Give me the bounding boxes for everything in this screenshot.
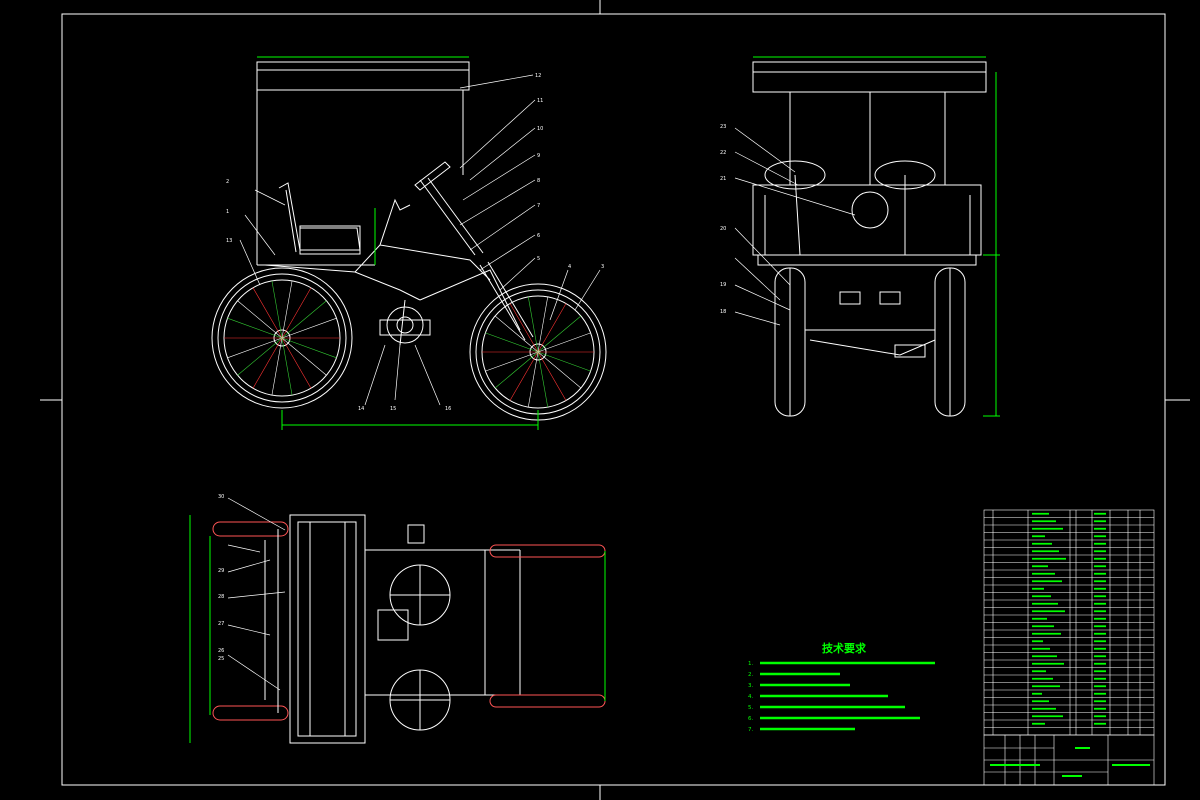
- top-view-callouts: [227, 497, 286, 691]
- callout-label: 26: [218, 648, 224, 654]
- notes-title: 技术要求: [822, 641, 867, 655]
- callout-label: 29: [218, 568, 224, 574]
- callout-label: 2: [226, 179, 229, 185]
- note-line: 4.: [748, 694, 753, 700]
- callout-label: 7: [537, 203, 540, 209]
- spoke: [485, 332, 539, 353]
- spoke: [271, 280, 283, 339]
- spoke: [537, 351, 591, 372]
- spoke: [252, 337, 283, 389]
- note-line: 7.: [748, 727, 753, 733]
- side-view-callouts: [239, 74, 601, 406]
- title-block-fill: [990, 747, 1150, 777]
- spoke: [494, 351, 539, 389]
- spoke: [509, 303, 539, 353]
- callout-label: 3: [601, 264, 604, 270]
- callout-label: 22: [720, 150, 726, 156]
- spoke: [537, 303, 567, 353]
- sheet-frame: [40, 0, 1190, 800]
- spoke: [537, 351, 549, 408]
- title-block: [983, 509, 1155, 786]
- spoke: [237, 300, 283, 339]
- callout-label: 28: [218, 594, 224, 600]
- rear-view: [752, 56, 1000, 417]
- spoke: [281, 287, 312, 339]
- spoke: [281, 300, 327, 339]
- rear-view-callouts: [734, 127, 856, 326]
- spoke: [281, 337, 337, 359]
- callout-label: 10: [537, 126, 543, 132]
- spoke: [537, 351, 567, 401]
- callout-label: 23: [720, 124, 726, 130]
- bom-cell-marks: [1032, 512, 1106, 725]
- spoke: [537, 351, 582, 389]
- callout-label: 5: [537, 256, 540, 262]
- callout-label: 21: [720, 176, 726, 182]
- callout-label: 15: [390, 406, 396, 412]
- callout-label: 30: [218, 494, 224, 500]
- callout-label: 9: [537, 153, 540, 159]
- note-line: 3.: [748, 683, 753, 689]
- callout-label: 13: [226, 238, 232, 244]
- note-line: 5.: [748, 705, 753, 711]
- note-line: 1.: [748, 661, 753, 667]
- spoke: [237, 337, 283, 376]
- callout-label: 1: [226, 209, 229, 215]
- spoke: [527, 351, 539, 408]
- callout-label: 14: [358, 406, 364, 412]
- top-view: [189, 514, 606, 744]
- wheel-spokes: [224, 280, 594, 408]
- callout-label: 19: [720, 282, 726, 288]
- spoke: [227, 337, 283, 359]
- callout-label: 25: [218, 656, 224, 662]
- technical-notes: 技术要求 1. 2. 3. 4. 5. 6. 7.: [748, 641, 935, 733]
- callout-label: 18: [720, 309, 726, 315]
- spoke: [252, 287, 283, 339]
- spoke: [281, 280, 293, 339]
- callout-label: 11: [537, 98, 543, 104]
- callout-label: 6: [537, 233, 540, 239]
- callout-label: 27: [218, 621, 224, 627]
- side-view: [211, 56, 607, 430]
- spoke: [281, 337, 327, 376]
- note-line: 6.: [748, 716, 753, 722]
- spoke: [537, 296, 549, 353]
- spoke: [527, 296, 539, 353]
- spoke: [227, 317, 283, 339]
- callout-label: 20: [720, 226, 726, 232]
- spoke: [281, 337, 312, 389]
- callout-label: 8: [537, 178, 540, 184]
- callout-label: 12: [535, 73, 541, 79]
- callout-label: 16: [445, 406, 451, 412]
- spoke: [281, 317, 337, 339]
- spoke: [537, 315, 582, 353]
- spoke: [509, 351, 539, 401]
- note-line: 2.: [748, 672, 753, 678]
- callout-label: 4: [568, 264, 571, 270]
- spoke: [485, 351, 539, 372]
- spoke: [281, 337, 293, 396]
- spoke: [494, 315, 539, 353]
- spoke: [271, 337, 283, 396]
- spoke: [537, 332, 591, 353]
